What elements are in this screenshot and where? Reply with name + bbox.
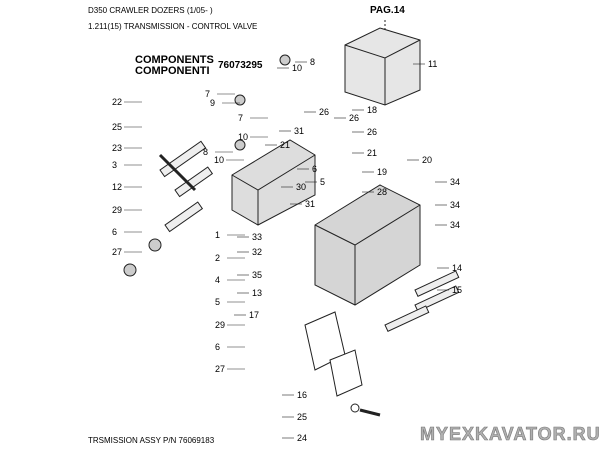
callout-17: 17 <box>249 310 259 320</box>
components-part-number: 76073295 <box>218 60 263 71</box>
callout-20: 20 <box>422 155 432 165</box>
components-label: COMPONENTS COMPONENTI <box>135 55 214 77</box>
header-model: D350 CRAWLER DOZERS (1/05- ) <box>88 6 213 15</box>
callout-10: 10 <box>214 155 224 165</box>
callout-21: 21 <box>367 148 377 158</box>
callout-22: 22 <box>112 97 122 107</box>
callout-18: 18 <box>367 105 377 115</box>
callout-26: 26 <box>319 107 329 117</box>
callout-30: 30 <box>296 182 306 192</box>
callout-14: 14 <box>452 263 462 273</box>
callout-7: 7 <box>205 89 210 99</box>
callout-19: 19 <box>377 167 387 177</box>
components-label-en: COMPONENTS <box>135 54 214 66</box>
callout-34: 34 <box>450 200 460 210</box>
callout-9: 9 <box>210 98 215 108</box>
callout-8: 8 <box>203 147 208 157</box>
callout-13: 13 <box>252 288 262 298</box>
callout-7: 7 <box>238 113 243 123</box>
callout-31: 31 <box>305 199 315 209</box>
callout-12: 12 <box>112 182 122 192</box>
callout-3: 3 <box>112 160 117 170</box>
callout-6: 6 <box>112 227 117 237</box>
callout-35: 35 <box>252 270 262 280</box>
callout-21: 21 <box>280 140 290 150</box>
callout-26: 26 <box>349 113 359 123</box>
callout-25: 25 <box>297 412 307 422</box>
callout-27: 27 <box>112 247 122 257</box>
callout-27: 27 <box>215 364 225 374</box>
cover-part <box>344 27 421 106</box>
gasket-16 <box>329 349 363 397</box>
callout-28: 28 <box>377 187 387 197</box>
callout-29: 29 <box>112 205 122 215</box>
callout-2: 2 <box>215 253 220 263</box>
callout-8: 8 <box>310 57 315 67</box>
callout-29: 29 <box>215 320 225 330</box>
footer-assembly: TRSMISSION ASSY P/N 76069183 <box>88 436 215 445</box>
callout-1: 1 <box>215 230 220 240</box>
callout-6: 6 <box>312 164 317 174</box>
callout-15: 15 <box>452 285 462 295</box>
callout-24: 24 <box>297 433 307 443</box>
callout-23: 23 <box>112 143 122 153</box>
callout-16: 16 <box>297 390 307 400</box>
callout-10: 10 <box>238 132 248 142</box>
callout-11: 11 <box>428 59 437 69</box>
callout-5: 5 <box>215 297 220 307</box>
callout-25: 25 <box>112 122 122 132</box>
callout-32: 32 <box>252 247 262 257</box>
callout-5: 5 <box>320 177 325 187</box>
callout-33: 33 <box>252 232 262 242</box>
header-section: 1.211(15) TRANSMISSION - CONTROL VALVE <box>88 22 258 31</box>
callout-6: 6 <box>215 342 220 352</box>
callout-26: 26 <box>367 127 377 137</box>
components-label-it: COMPONENTI <box>135 65 210 77</box>
page-reference: PAG.14 <box>370 5 405 16</box>
callout-34: 34 <box>450 177 460 187</box>
callout-10: 10 <box>292 63 302 73</box>
transmission-housing <box>314 184 421 306</box>
watermark: MYEXKAVATOR.RU <box>420 424 600 445</box>
callout-34: 34 <box>450 220 460 230</box>
callout-4: 4 <box>215 275 220 285</box>
callout-31: 31 <box>294 126 304 136</box>
